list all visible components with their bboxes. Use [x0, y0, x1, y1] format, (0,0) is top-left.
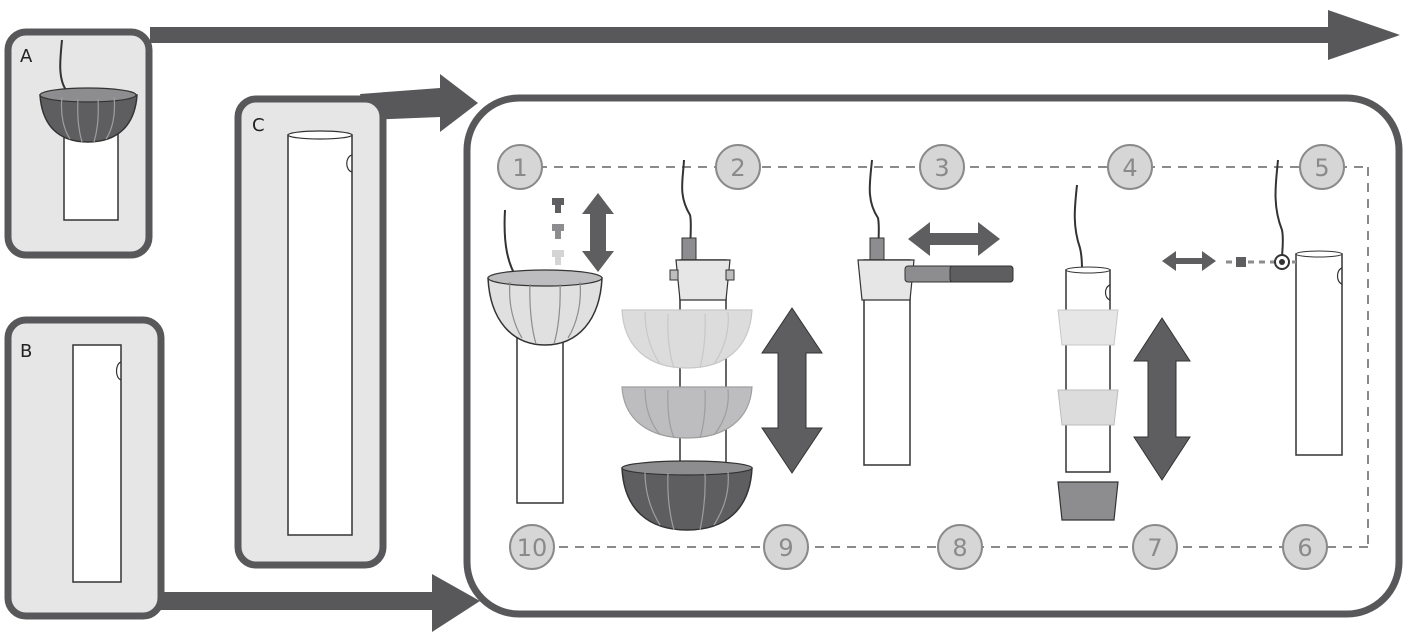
step-number: 7: [1147, 534, 1162, 562]
panel-a-label: A: [20, 46, 33, 67]
step-4-7-illustration: [1057, 184, 1191, 521]
long-tube-icon: [287, 130, 353, 536]
step-markers: 1 2 3 4 5 6 7 8 9 10: [497, 144, 1345, 570]
step-circle: [1299, 144, 1345, 190]
step-marker-7: 7: [1132, 524, 1178, 570]
step-circle: [497, 144, 543, 190]
vertical-arrow-icon: [1133, 317, 1191, 481]
assembly-panel: 1 2 3 4 5 6 7 8 9 10: [463, 94, 1403, 618]
panel-a: A: [4, 28, 153, 259]
horizontal-arrow-icon: [908, 222, 1000, 256]
step-marker-9: 9: [763, 524, 809, 570]
step-marker-6: 6: [1282, 524, 1328, 570]
step-circle: [919, 144, 965, 190]
arrow-b-to-assembly: [155, 574, 480, 632]
step-1-illustration: [487, 193, 614, 504]
step-circle: [1282, 524, 1328, 570]
step-number: 10: [517, 534, 548, 562]
horizontal-arrow-icon: [1162, 251, 1216, 271]
step-circle: [763, 524, 809, 570]
vertical-arrow-icon: [582, 193, 614, 272]
step-circle: [715, 144, 761, 190]
tube-icon: [72, 344, 122, 583]
panel-b: B: [4, 316, 165, 620]
step-number: 2: [730, 154, 745, 182]
step-number: 8: [952, 534, 967, 562]
step-number: 4: [1122, 154, 1137, 182]
step-5-6-illustration: [1162, 159, 1343, 456]
step-circle: [509, 524, 555, 570]
step-marker-8: 8: [937, 524, 983, 570]
lamp-assembled-icon: [39, 39, 138, 221]
step-number: 1: [512, 154, 527, 182]
step-marker-10: 10: [509, 524, 555, 570]
step-number: 6: [1297, 534, 1312, 562]
arrow-a-to-end: [150, 10, 1400, 60]
panel-c-label: C: [252, 115, 265, 136]
step-path: [538, 166, 1369, 548]
panel-c: C: [234, 95, 387, 569]
step-circle: [937, 524, 983, 570]
flow-arrows: [150, 10, 1400, 632]
step-marker-5: 5: [1299, 144, 1345, 190]
step-circle: [1107, 144, 1153, 190]
step-circle: [1132, 524, 1178, 570]
vertical-arrow-icon: [761, 307, 823, 474]
step-number: 3: [934, 154, 949, 182]
screw-parts-icon: [552, 198, 564, 265]
step-3-8-illustration: [857, 159, 1014, 466]
step-number: 9: [778, 534, 793, 562]
step-marker-3: 3: [919, 144, 965, 190]
panel-b-label: B: [20, 341, 32, 362]
step-marker-4: 4: [1107, 144, 1153, 190]
step-marker-1: 1: [497, 144, 543, 190]
step-marker-2: 2: [715, 144, 761, 190]
arrow-c-to-assembly: [360, 74, 478, 132]
step-number: 5: [1314, 154, 1329, 182]
step-2-9-illustration: [621, 159, 823, 531]
